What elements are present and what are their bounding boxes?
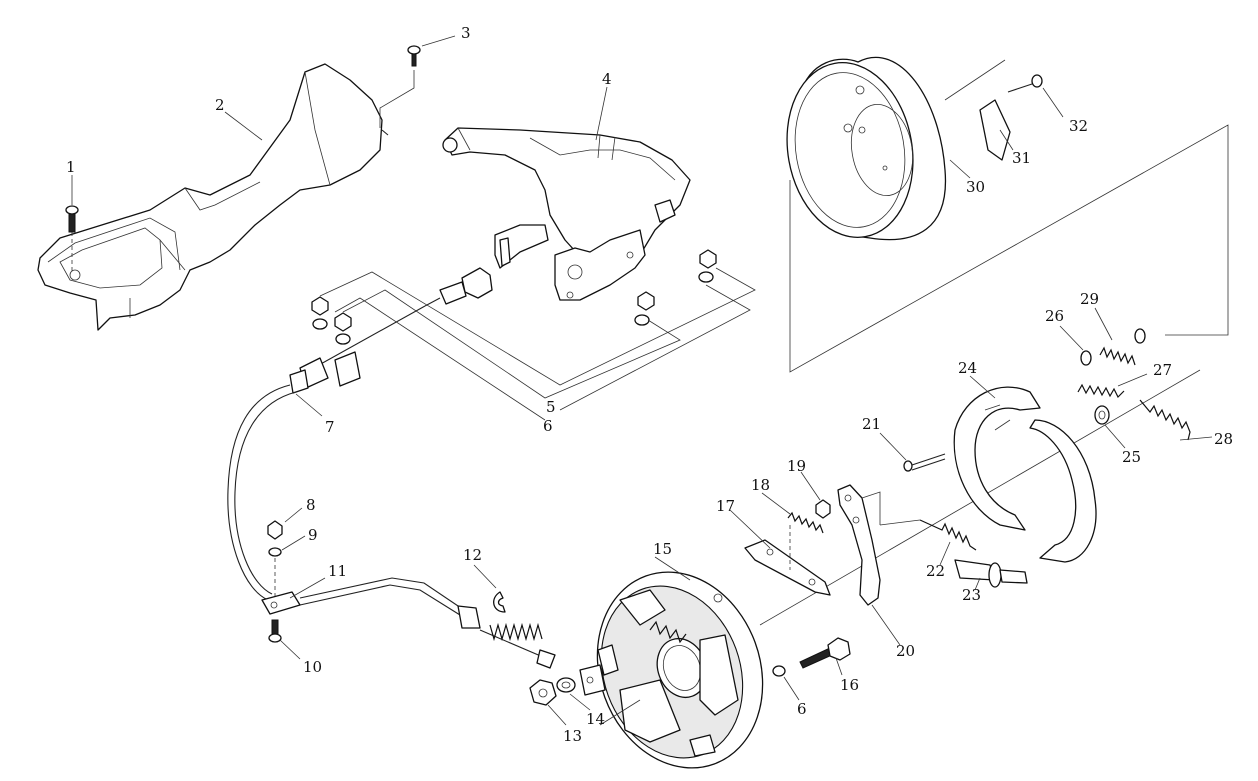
- part-4-brake-pedal: [442, 127, 691, 301]
- part-20-lever-arm: [837, 484, 881, 606]
- label-4: 4: [602, 70, 612, 88]
- label-28: 28: [1214, 430, 1233, 448]
- part-18-spring: [787, 511, 824, 570]
- label-24: 24: [958, 359, 977, 377]
- part-15-backing-plate: [579, 369, 1201, 769]
- label-12: 12: [463, 546, 482, 564]
- label-1: 1: [66, 158, 76, 176]
- label-22: 22: [926, 562, 945, 580]
- label-15: 15: [653, 540, 672, 558]
- part-24-brake-shoe: [953, 386, 1097, 563]
- part-1-screw: [65, 205, 79, 272]
- part-30-brake-drum: [786, 56, 1229, 373]
- part-32-screw: [1007, 74, 1043, 93]
- label-27: 27: [1153, 361, 1172, 379]
- label-31: 31: [1012, 149, 1031, 167]
- part-8-nut: [267, 520, 283, 540]
- part-10-bolt: [268, 619, 282, 643]
- label-6-lower: 6: [797, 700, 807, 718]
- label-2: 2: [215, 96, 225, 114]
- label-23: 23: [962, 586, 981, 604]
- label-17: 17: [716, 497, 735, 515]
- part-26-washer: [1080, 350, 1092, 366]
- label-11: 11: [328, 562, 347, 580]
- label-21: 21: [862, 415, 881, 433]
- part-13-nut: [529, 679, 557, 706]
- part-28-spring: [1139, 399, 1191, 441]
- part-25-washer: [1094, 405, 1110, 425]
- label-18: 18: [751, 476, 770, 494]
- part-31-clip: [979, 99, 1011, 161]
- label-9: 9: [308, 526, 318, 544]
- label-30: 30: [966, 178, 985, 196]
- label-26: 26: [1045, 307, 1064, 325]
- part-9-washer: [268, 547, 282, 600]
- leader-lines: [71, 35, 1213, 726]
- part-17-lever-plate: [744, 539, 831, 596]
- part-14-washer: [556, 677, 576, 693]
- label-5: 5: [546, 398, 556, 416]
- label-29: 29: [1080, 290, 1099, 308]
- label-25: 25: [1122, 448, 1141, 466]
- part-12-e-clip: [493, 591, 506, 613]
- part-19-nut: [815, 499, 831, 519]
- label-32: 32: [1069, 117, 1088, 135]
- label-10: 10: [303, 658, 322, 676]
- part-27-spring: [1077, 383, 1125, 399]
- part-29-spring: [1099, 328, 1146, 366]
- label-7: 7: [325, 418, 335, 436]
- part-22-spring: [879, 519, 977, 551]
- part-21-pin: [903, 453, 946, 472]
- label-19: 19: [787, 457, 806, 475]
- part-5-nuts: [311, 249, 717, 345]
- label-3: 3: [461, 24, 471, 42]
- label-20: 20: [896, 642, 915, 660]
- label-14: 14: [586, 710, 605, 728]
- label-6: 6: [543, 417, 553, 435]
- callout-labels: 1 2 3 4 5 6 7 8 9 10 11 12 13 14 15 16 6…: [66, 24, 1233, 745]
- label-8: 8: [306, 496, 316, 514]
- label-16: 16: [840, 676, 859, 694]
- leader-lines-5-6: [319, 267, 756, 421]
- part-3-screw: [379, 45, 421, 128]
- part-2-cover-shell: [37, 63, 389, 331]
- label-13: 13: [563, 727, 582, 745]
- part-6-washer-lower: [772, 665, 786, 677]
- part-23-adjuster: [954, 559, 1028, 588]
- part-7-brake-cable: [227, 267, 556, 669]
- part-16-bolt: [799, 637, 851, 669]
